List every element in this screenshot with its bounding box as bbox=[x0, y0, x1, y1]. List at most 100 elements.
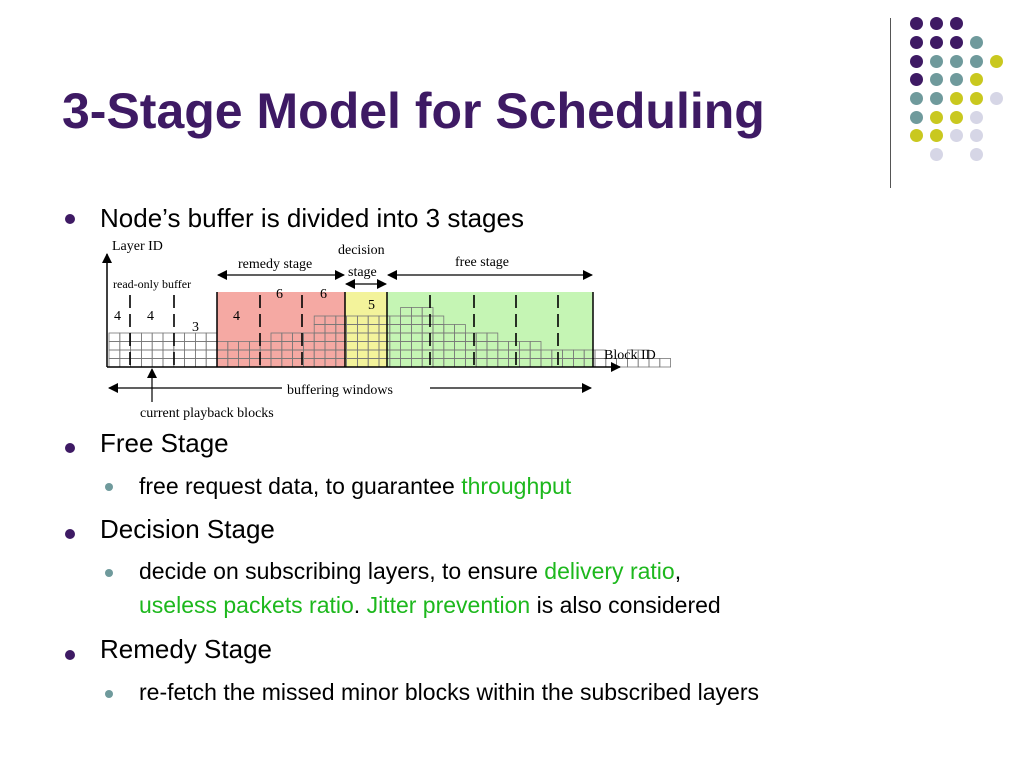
block-cell bbox=[194, 358, 207, 368]
block-cell bbox=[173, 341, 186, 351]
decor-dot bbox=[910, 73, 923, 86]
sub-text: decide on subscribing layers, to ensure bbox=[139, 558, 545, 584]
block-cell bbox=[140, 349, 153, 359]
decor-dot bbox=[910, 17, 923, 30]
decor-dot bbox=[910, 55, 923, 68]
decor-dot bbox=[930, 148, 943, 161]
decor-dot bbox=[930, 129, 943, 142]
block-cell bbox=[151, 349, 164, 359]
block-cell bbox=[130, 358, 142, 368]
block-layer-number: 6 bbox=[320, 287, 327, 302]
block-cell bbox=[151, 341, 164, 351]
bullet-marker bbox=[65, 529, 75, 539]
block-cell bbox=[119, 332, 132, 342]
block-cell bbox=[130, 349, 142, 359]
block-cell bbox=[108, 332, 121, 342]
decor-dot bbox=[990, 55, 1003, 68]
sub-bullet-remedy: re-fetch the missed minor blocks within … bbox=[139, 679, 759, 705]
remedy-stage-region bbox=[217, 292, 345, 367]
block-cell bbox=[162, 341, 175, 351]
block-layer-number: 4 bbox=[233, 309, 240, 324]
decor-dot bbox=[950, 73, 963, 86]
block-cell bbox=[173, 332, 186, 342]
block-cell bbox=[486, 332, 499, 342]
block-cell bbox=[184, 358, 196, 368]
decor-dot bbox=[970, 55, 983, 68]
block-cell bbox=[194, 349, 207, 359]
decor-dot bbox=[930, 73, 943, 86]
bullet-free-stage: Free Stage bbox=[100, 428, 229, 458]
decision-stage-region bbox=[345, 292, 387, 367]
decor-dot bbox=[950, 92, 963, 105]
block-cell bbox=[140, 341, 153, 351]
decor-dot bbox=[910, 129, 923, 142]
sub-bullet-marker bbox=[105, 690, 113, 698]
block-cell bbox=[205, 349, 218, 359]
block-layer-number: 3 bbox=[192, 320, 199, 335]
sub-text: , bbox=[674, 558, 682, 584]
block-cell bbox=[205, 341, 218, 351]
decor-dot bbox=[930, 111, 943, 124]
sub-text: . bbox=[353, 592, 367, 618]
sub-bullet-free: free request data, to guarantee throughp… bbox=[139, 473, 571, 500]
free-stage-label: free stage bbox=[455, 255, 509, 270]
decor-dot bbox=[970, 36, 983, 49]
bullet-remedy-stage: Remedy Stage bbox=[100, 634, 272, 664]
bullet-marker bbox=[65, 214, 75, 224]
playback-blocks-label: current playback blocks bbox=[140, 406, 274, 421]
decor-dot bbox=[950, 36, 963, 49]
decor-dot bbox=[970, 148, 983, 161]
bullet-marker bbox=[65, 443, 75, 453]
block-cell bbox=[162, 332, 175, 342]
block-cell bbox=[205, 358, 218, 368]
block-layer-number: 6 bbox=[276, 287, 283, 302]
buffering-windows-label: buffering windows bbox=[287, 383, 393, 398]
block-layer-number: 4 bbox=[147, 309, 154, 324]
decision-stage-label-line2: stage bbox=[348, 265, 377, 280]
decor-dot bbox=[970, 73, 983, 86]
bullet-decision-stage: Decision Stage bbox=[100, 514, 275, 544]
title-divider bbox=[890, 18, 891, 188]
decor-dot bbox=[930, 36, 943, 49]
slide-title: 3-Stage Model for Scheduling bbox=[62, 83, 765, 139]
block-cell bbox=[173, 358, 186, 368]
block-cell bbox=[140, 358, 153, 368]
decor-dot bbox=[970, 129, 983, 142]
sub-text: free request data, to guarantee bbox=[139, 473, 462, 499]
block-cell bbox=[140, 332, 153, 342]
bullet-marker bbox=[65, 650, 75, 660]
block-layer-number: 4 bbox=[114, 309, 121, 324]
block-cell bbox=[659, 358, 671, 368]
block-cell bbox=[173, 349, 186, 359]
highlight-throughput: throughput bbox=[461, 473, 572, 499]
decor-dot bbox=[930, 92, 943, 105]
highlight-jitter-prevention: Jitter prevention bbox=[366, 592, 531, 618]
block-cell bbox=[184, 341, 196, 351]
sub-bullet-decision-line2: useless packets ratio. Jitter prevention… bbox=[139, 592, 721, 619]
bullet-buffer-stages: Node’s buffer is divided into 3 stages bbox=[100, 203, 524, 233]
sub-bullet-marker bbox=[105, 569, 113, 577]
block-cell bbox=[162, 349, 175, 359]
decor-dot bbox=[910, 92, 923, 105]
block-cell bbox=[205, 332, 218, 342]
read-only-buffer-label: read-only buffer bbox=[113, 277, 191, 291]
x-axis-label: Block ID bbox=[604, 348, 656, 363]
block-cell bbox=[130, 332, 142, 342]
decor-dot bbox=[930, 55, 943, 68]
highlight-useless-packets-ratio: useless packets ratio bbox=[139, 592, 354, 618]
block-cell bbox=[594, 349, 607, 359]
sub-bullet-marker bbox=[105, 483, 113, 491]
remedy-stage-label: remedy stage bbox=[238, 257, 312, 272]
block-cell bbox=[151, 358, 164, 368]
block-cell bbox=[162, 358, 175, 368]
block-cell bbox=[454, 324, 466, 334]
block-cell bbox=[119, 349, 132, 359]
block-cell bbox=[108, 349, 121, 359]
block-cell bbox=[194, 341, 207, 351]
block-cell bbox=[432, 315, 445, 325]
decor-dot bbox=[950, 17, 963, 30]
y-axis-label: Layer ID bbox=[112, 239, 163, 254]
block-cell bbox=[151, 332, 164, 342]
block-cell bbox=[119, 341, 132, 351]
